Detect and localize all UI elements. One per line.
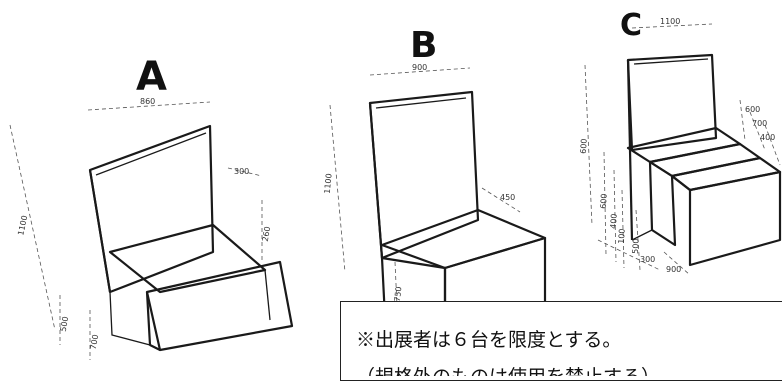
unit-b-dim-2: 1100 [323, 173, 334, 194]
unit-c-dim-6: 500 [631, 238, 641, 254]
unit-a-dim-5: 500 [59, 316, 71, 333]
unit-c-dim-7: 600 [745, 105, 760, 114]
unit-b-label: B [410, 25, 437, 66]
unit-c-label: C [620, 8, 642, 43]
unit-c-dim-5: 100 [617, 228, 627, 244]
unit-a-dim-3: 300 [234, 167, 249, 176]
unit-c-dim-4: 400 [609, 213, 619, 229]
unit-b-dim-1: 900 [412, 63, 427, 72]
unit-a-dim-1: 860 [140, 97, 155, 106]
unit-c-dim-10: 300 [640, 255, 655, 264]
unit-a-dim-6: 700 [89, 334, 101, 351]
unit-c-dim-9: 400 [760, 133, 775, 142]
unit-b-dim-4: 750 [393, 286, 404, 302]
unit-b-dim-3: 450 [500, 193, 515, 202]
unit-a-dim-4: 260 [261, 226, 273, 243]
unit-a-label: A [136, 54, 167, 100]
unit-a-dim-2: 1100 [16, 215, 29, 237]
unit-c-dim-2: 600 [579, 138, 589, 154]
unit-c-dim-11: 900 [666, 265, 681, 274]
unit-c-dim-1: 1100 [660, 17, 680, 26]
note-text-partial: （規格外のものは使用を禁止する） [356, 362, 660, 376]
note-text: ※出展者は６台を限度とする。 [356, 329, 622, 351]
unit-c-drawing: C 1100 600 600 400 100 500 600 700 400 [579, 8, 782, 276]
unit-a-drawing: A 860 1100 300 260 500 700 [9, 54, 294, 360]
note-box [340, 301, 782, 381]
unit-c-dim-3: 600 [599, 193, 609, 209]
unit-b-drawing: B 900 1100 450 750 [323, 25, 547, 373]
unit-c-dim-8: 700 [752, 119, 767, 128]
